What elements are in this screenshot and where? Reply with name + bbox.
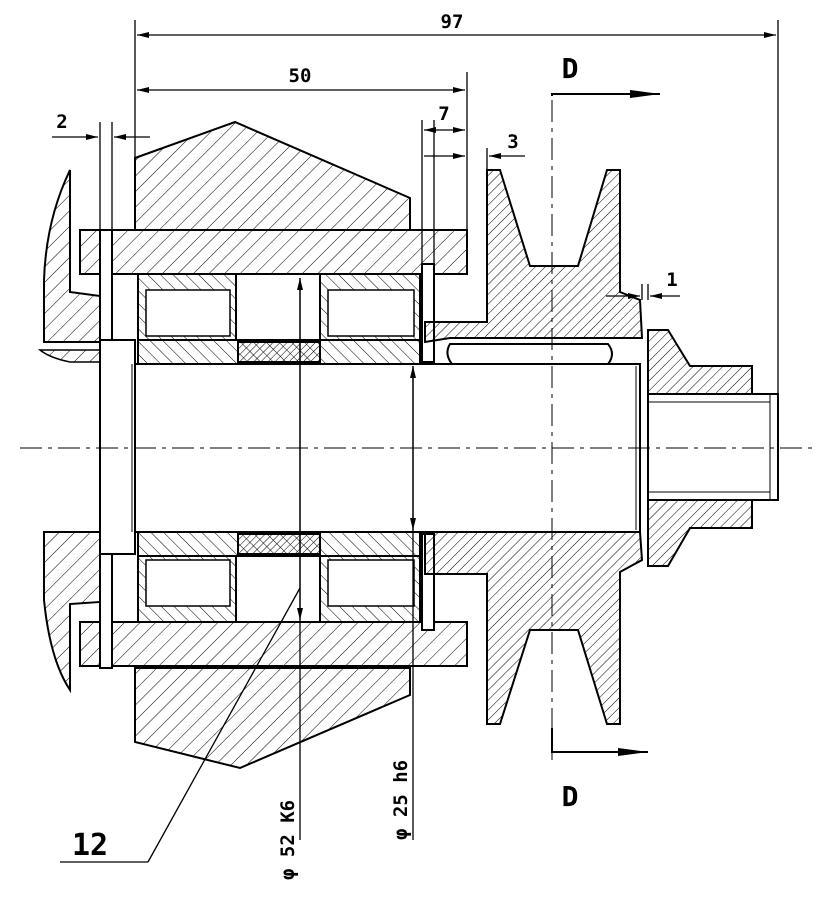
dim-3-label: 3 (507, 131, 518, 153)
centerlines (20, 100, 817, 760)
retaining-ring-upper (421, 263, 435, 363)
dim-50-label: 50 (289, 65, 312, 87)
housing-wall-lower (43, 531, 101, 694)
sleeve-lower (79, 621, 468, 667)
housing-lower (134, 667, 411, 770)
pulley-upper (424, 169, 644, 344)
housing (43, 120, 411, 770)
section-markers (551, 90, 660, 756)
shaft-thread (647, 393, 779, 501)
key (446, 343, 613, 365)
section-label-bottom: D (562, 780, 579, 813)
dimension-lines (52, 20, 779, 863)
pulley (424, 169, 753, 725)
shaft-end-left (37, 349, 101, 363)
bearings (137, 263, 435, 631)
shaft-collar (99, 339, 136, 555)
pulley-lower (424, 531, 644, 725)
section-label-top: D (562, 52, 579, 85)
dim-97-label: 97 (441, 11, 464, 33)
dim-25-label: φ 25 h6 (390, 760, 412, 840)
callout-part-number: 12 (72, 828, 108, 863)
spacer-upper (237, 341, 321, 363)
sleeve-upper (79, 229, 468, 275)
housing-upper (134, 120, 411, 231)
dim-52-label: φ 52 K6 (277, 800, 299, 880)
dim-1-label: 1 (666, 269, 677, 291)
nut-lower (647, 499, 753, 567)
dim-2-label: 2 (56, 111, 67, 133)
spacer-lower (237, 533, 321, 555)
nut-upper (647, 329, 753, 395)
flange-left-upper (99, 229, 113, 343)
dim-7-label: 7 (438, 103, 449, 125)
